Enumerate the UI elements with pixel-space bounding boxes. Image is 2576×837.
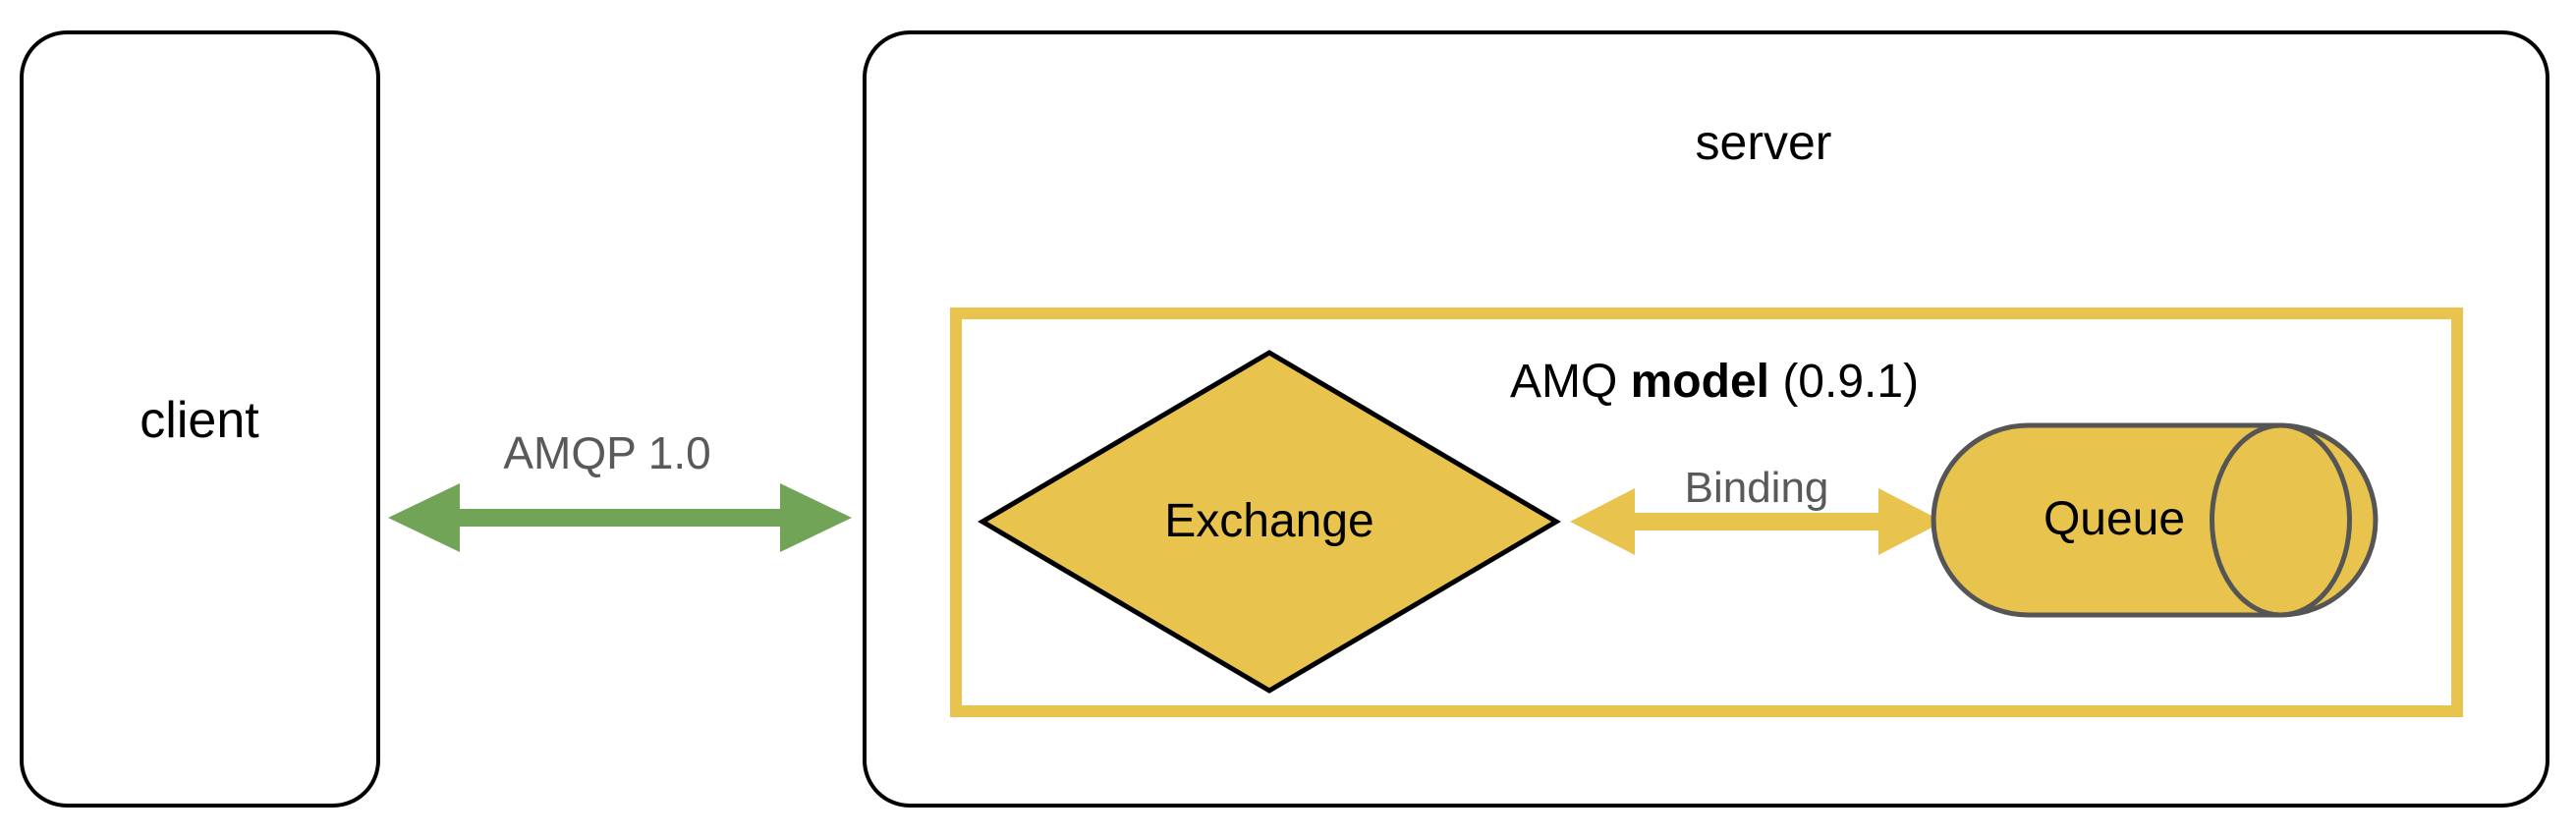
client-container[interactable] bbox=[20, 30, 380, 808]
exchange-shape[interactable] bbox=[978, 350, 1561, 694]
queue-shape[interactable] bbox=[1931, 422, 2379, 618]
amqp-connection-arrow[interactable] bbox=[388, 483, 852, 552]
binding-connection-arrow[interactable] bbox=[1570, 488, 1943, 555]
queue-cap-ellipse bbox=[2210, 422, 2352, 618]
